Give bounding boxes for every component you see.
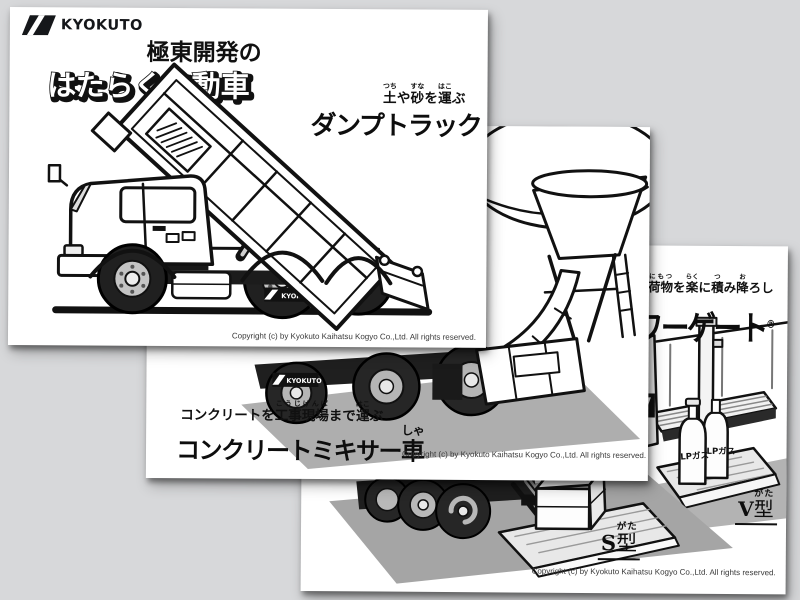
copyright-line: Copyright (c) by Kyokuto Kaihatsu Kogyo …	[531, 566, 776, 578]
kyokuto-logo: KYOKUTO	[21, 15, 143, 36]
mixer-brand-decal: KYOKUTO	[286, 377, 322, 385]
lp-gas-label-2: LPガス	[707, 446, 736, 457]
registered-mark: ®	[766, 317, 776, 331]
copyright-line: Copyright (c) by Kyokuto Kaihatsu Kogyo …	[401, 449, 647, 461]
dump-truck-tagline: 土つちや 砂すなを 運はこぶ	[382, 81, 466, 107]
mixer-truck-illustration: KYOKUTO	[241, 124, 650, 469]
copyright-line: Copyright (c) by Kyokuto Kaihatsu Kogyo …	[231, 331, 477, 342]
dump-truck-illustration: KYOKUTO	[47, 62, 433, 331]
mixer-tagline: コンクリートを 工事現場こうじげんばまで 運はこぶ	[180, 398, 384, 425]
type-s-kanji: 型がた	[616, 521, 638, 556]
type-v-letter: V	[738, 497, 754, 522]
lp-gas-label-1: LPガス	[680, 450, 709, 463]
type-v-label: V型がた	[735, 489, 777, 526]
page-mixer-truck: KYOKUTO コンクリートを 工事現場こうじげんばまで 運はこぶ コンクリート…	[145, 124, 650, 482]
series-title: 極東開発の はたらく自動車 はたらく自動車	[46, 39, 262, 109]
series-title-line1: 極東開発の	[147, 39, 262, 67]
type-s-label: S型がた	[597, 521, 641, 561]
type-v-kanji: 型がた	[753, 489, 774, 522]
type-s-letter: S	[600, 530, 617, 556]
page-dump-truck: KYOKUTO 極東開発の はたらく自動車 はたらく自動車	[7, 7, 488, 348]
mixer-title: コンクリートミキサー 車しゃ	[175, 423, 424, 466]
kyokuto-logo-icon	[21, 15, 56, 36]
dump-truck-title: ダンプトラック	[310, 110, 482, 142]
